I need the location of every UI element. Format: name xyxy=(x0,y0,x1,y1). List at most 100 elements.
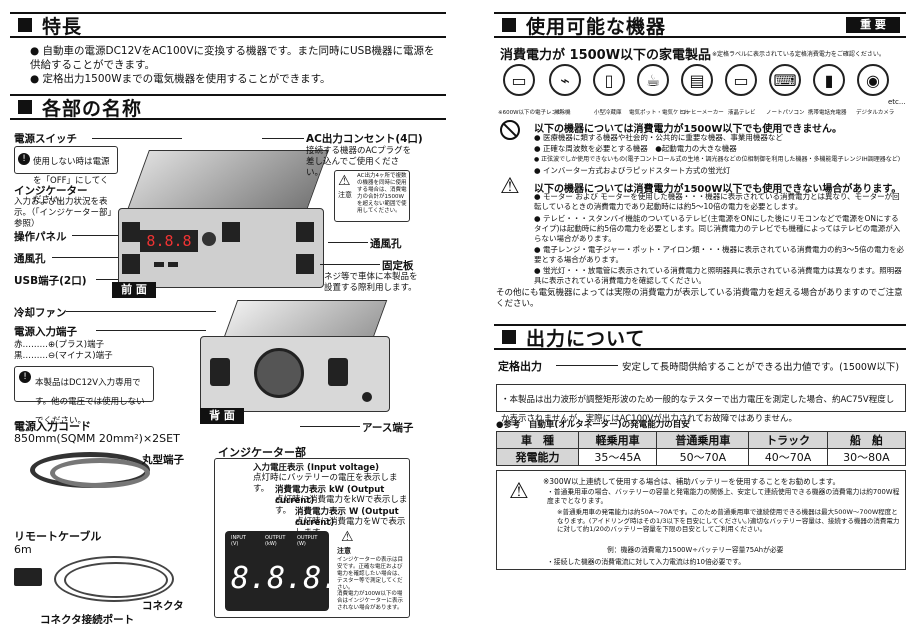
usb-label: USB端子(2口) xyxy=(14,275,87,287)
input-note: !本製品はDC12V入力専用です。他の電圧では使用しないでください。 xyxy=(14,366,154,426)
ref-title: ●参考 自動車(オルタネーター)の発電能力の目安 xyxy=(496,420,690,430)
device-label: 液晶テレビ xyxy=(728,110,756,116)
parts-header: 各部の名称 xyxy=(10,94,446,120)
panel-label: 操作パネル xyxy=(14,231,67,243)
usable-subtitle: 消費電力が 1500W以下の家電製品 xyxy=(500,48,712,63)
info-icon: ! xyxy=(18,153,30,165)
input-terminal-label: 電源入力端子 xyxy=(14,326,77,338)
indicator-panel: INPUT (V) OUTPUT (kW) OUTPUT (W) 8.8.8. xyxy=(225,531,340,611)
phone-icon: ▮ xyxy=(813,64,845,96)
kettle-icon: ☕ xyxy=(637,64,669,96)
prohibit-item: ● 医療機器に類する機器や社会的・公共的に重要な機器、事業用機器など xyxy=(534,133,783,142)
cooling-fan xyxy=(254,348,304,398)
cord-spec: 850mm(SQMM 20mm²)×2SET xyxy=(14,432,180,445)
indicator-note: 入力および出力状況を表示。（「インジケーター部」参照） xyxy=(14,197,117,229)
ac-outlet[interactable] xyxy=(296,222,314,242)
warn-item: ● テレビ・・・スタンバイ機能のついているテレビ(主電源をONにした後にリモコン… xyxy=(534,214,901,243)
indicator-section-box: 入力電圧表示 (Input voltage) 点灯時にバッテリーの電圧を表示しま… xyxy=(214,458,410,618)
warn-title: 以下の機器については消費電力が1500W以下でも使用できない場合があります。 xyxy=(534,184,902,195)
earth-label: アース端子 xyxy=(362,422,414,434)
warn-item: ● 電子レンジ・電子ジャー・ポット・アイロン類・・・機器に表示されている消費電力… xyxy=(534,245,905,264)
vent-right-label: 通風孔 xyxy=(370,238,402,250)
tv-icon: ▭ xyxy=(725,64,757,96)
positive-terminal[interactable] xyxy=(210,358,230,386)
laptop-icon: ⌨ xyxy=(769,64,801,96)
parts-title: 各部の名称 xyxy=(42,97,143,120)
earth-terminal[interactable] xyxy=(362,392,372,402)
warn-item: ● 蛍光灯・・・放電管に表示されている消費電力と照明器具に表示されている消費電力… xyxy=(534,266,902,285)
power-switch-note: !使用しない時は電源を「OFF」にしてください。 xyxy=(14,146,118,205)
prohibit-item: ● インバーター方式およびラピッドスタート方式の蛍光灯 xyxy=(534,166,731,175)
vent-label: 通風孔 xyxy=(14,253,46,265)
negative-terminal[interactable] xyxy=(328,358,348,386)
remote-title: リモートケーブル xyxy=(14,530,102,543)
ring-label: 丸型端子 xyxy=(142,454,184,466)
indicator-display: 8.8.8. xyxy=(231,561,340,596)
fixing-note: ネジ等で車体に本製品を設置する際利用します。 xyxy=(324,272,418,293)
important-badge: 重 要 xyxy=(846,17,900,33)
front-display: 8.8.8 xyxy=(140,230,198,252)
rated-label: 定格出力 xyxy=(498,360,542,373)
fixing-label: 固定板 xyxy=(382,260,414,272)
feature-item-1: ● 自動車の電源DC12VをAC100Vに変換する機器です。また同時にUSB機器… xyxy=(30,45,435,71)
remote-cable-image xyxy=(44,556,184,606)
warning-icon: ⚠ xyxy=(338,173,351,189)
usb-port[interactable] xyxy=(154,262,164,267)
output-note: ・本製品は出力波形が調整矩形波のため一般的なテスターで出力電圧を測定した場合、約… xyxy=(496,384,906,424)
power-switch-label: 電源スイッチ xyxy=(14,133,77,145)
features-header: 特長 xyxy=(10,12,446,38)
connector-label: コネクタ xyxy=(142,600,184,612)
device-label: 電気ポット・電気ケトル xyxy=(629,110,690,116)
indicator-label: インジケーター xyxy=(14,185,88,197)
table-row: 車 種軽乗用車普通乗用車トラック船 舶 xyxy=(496,431,907,449)
inverter-front-image: 8.8.8 xyxy=(118,150,329,290)
rated-desc: 安定して長時間供給することができる出力値です。(1500W以下) xyxy=(622,362,900,373)
camera-icon: ◉ xyxy=(857,64,889,96)
front-tag: 前 面 xyxy=(112,282,156,298)
cord-title: 電源入力コード xyxy=(14,420,91,433)
device-etc: etc... xyxy=(888,98,906,106)
ac-outlet-label: AC出力コンセント(4口) xyxy=(306,133,423,145)
device-label: コーヒーメーカー xyxy=(680,110,724,116)
ac-outlet[interactable] xyxy=(222,222,240,242)
warning-icon: ⚠ xyxy=(341,529,354,545)
ac-outlet-note: 接続する機器のACプラグを差し込んでご使用ください。 xyxy=(306,146,412,178)
remote-len: 6m xyxy=(14,543,32,556)
features-title: 特長 xyxy=(42,15,83,38)
caution-box-ac: ⚠ 注意 AC出力4ヶ所で複数の機器を同時に使用する場合は、消費電力の合計が15… xyxy=(334,170,410,222)
usable-footer: その他にも電気機器によっては実際の消費電力が表示している消費電力を超える場合があ… xyxy=(496,288,903,309)
power-switch-button[interactable] xyxy=(202,232,216,246)
microwave-icon: ▭ xyxy=(503,64,535,96)
feature-item-2: ● 定格出力1500Wまでの電気機器を使用することができます。 xyxy=(30,73,331,85)
prohibit-icon xyxy=(500,120,520,140)
prohibit-item: ● 正弦波でしか使用できないもの(電子コントロール式の生地・調光器などの位相制御… xyxy=(534,156,901,163)
coffee-maker-icon: ▤ xyxy=(681,64,713,96)
tips-box: ⚠ ※300W以上連続して使用する場合は、補助バッテリーを使用することをお勧めし… xyxy=(496,470,906,570)
info-icon: ! xyxy=(19,371,31,383)
device-label: 掃除機 xyxy=(554,110,571,116)
device-label: 携帯電話充電器 xyxy=(808,110,847,116)
usable-title: 使用可能な機器 xyxy=(526,15,667,38)
indicator-section-title: インジケーター部 xyxy=(218,446,306,459)
power-cord-image xyxy=(20,448,160,498)
warning-icon: ⚠ xyxy=(500,174,520,199)
prohibit-title: 以下の機器については消費電力が1500W以下でも使用できません。 xyxy=(534,124,843,135)
warning-icon: ⚠ xyxy=(509,479,529,504)
prohibit-item: ● 正確な周波数を必要とする機器 ●起動電力の大きな機器 xyxy=(534,144,737,153)
warn-item: ● モーター および モーターを使用した機器・・・機器に表示されている消費電力と… xyxy=(534,192,900,211)
usb-port[interactable] xyxy=(168,262,178,267)
black-terminal: 黒………⊖(マイナス)端子 xyxy=(14,351,113,361)
vacuum-icon: ⌁ xyxy=(549,64,581,96)
output-header: 出力について xyxy=(494,324,906,350)
red-terminal: 赤………⊕(プラス)端子 xyxy=(14,340,105,350)
usable-header: 使用可能な機器 xyxy=(494,12,906,38)
ac-outlet[interactable] xyxy=(296,254,314,274)
output-title: 出力について xyxy=(526,327,646,350)
connector-plug xyxy=(14,568,42,586)
fridge-icon: ▯ xyxy=(593,64,625,96)
device-label: ※600W以下の電子レンジ xyxy=(498,110,563,116)
device-label: デジタルカメラ xyxy=(856,110,895,116)
connector-port-label: コネクタ接続ポート xyxy=(40,614,135,624)
device-label: ノートパソコン xyxy=(766,110,805,116)
